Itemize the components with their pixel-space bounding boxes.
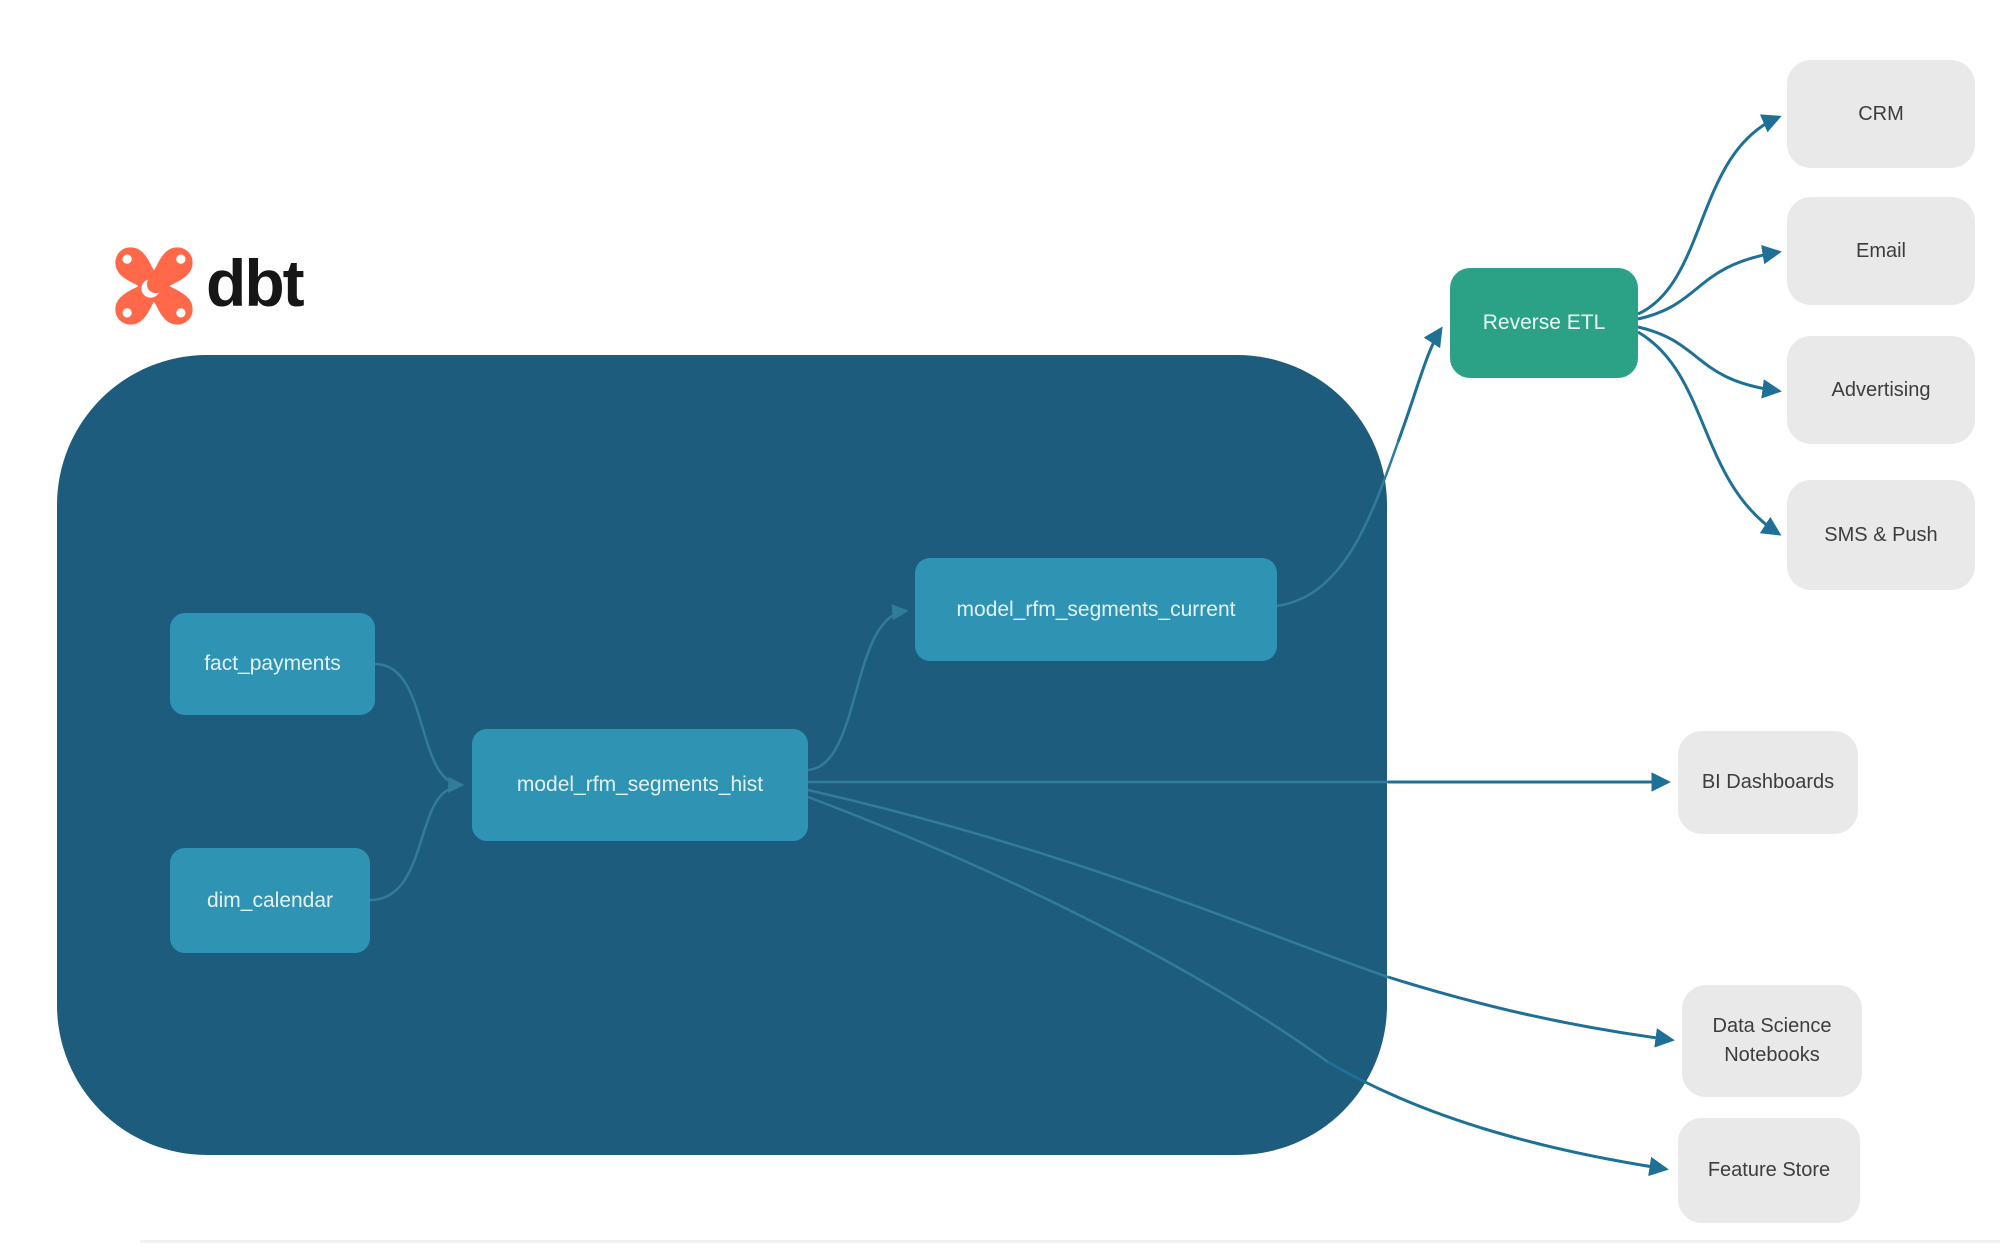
dbt-logo: dbt: [112, 244, 305, 328]
node-dim-calendar[interactable]: dim_calendar: [170, 848, 370, 953]
edge-reverse-etl-to-email: [1637, 245, 1782, 321]
node-feature-store[interactable]: Feature Store: [1678, 1118, 1860, 1223]
dbt-logo-icon: [115, 247, 193, 325]
node-email[interactable]: Email: [1787, 197, 1975, 305]
edge-reverse-etl-to-advertising: [1637, 325, 1782, 399]
canvas-bottom-edge: [140, 1240, 2000, 1243]
node-data-science-notebooks[interactable]: Data Science Notebooks: [1682, 985, 1862, 1097]
node-crm[interactable]: CRM: [1787, 60, 1975, 168]
dbt-wordmark: dbt: [206, 246, 305, 320]
edge-hist-to-feature-store: [1327, 1060, 1669, 1177]
node-sms-push[interactable]: SMS & Push: [1787, 480, 1975, 590]
edge-reverse-etl-to-sms-push: [1637, 330, 1782, 536]
node-fact-payments[interactable]: fact_payments: [170, 613, 375, 715]
node-model-rfm-segments-hist[interactable]: model_rfm_segments_hist: [472, 729, 808, 841]
node-reverse-etl[interactable]: Reverse ETL: [1450, 268, 1638, 378]
edge-reverse-etl-to-crm: [1637, 114, 1782, 316]
node-model-rfm-segments-current[interactable]: model_rfm_segments_current: [915, 558, 1277, 661]
node-bi-dashboards[interactable]: BI Dashboards: [1678, 731, 1858, 834]
edge-current-to-reverse-etl: [1396, 326, 1443, 443]
edge-hist-to-data-science-notebooks: [1387, 975, 1675, 1048]
node-advertising[interactable]: Advertising: [1787, 336, 1975, 444]
